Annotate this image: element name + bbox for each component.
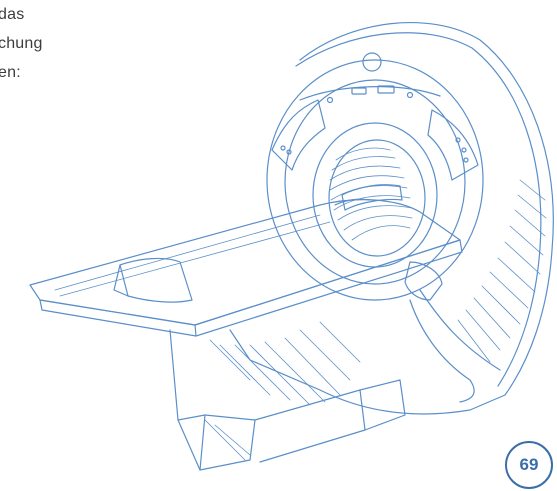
gantry-base-arc [409, 299, 475, 403]
gantry-outer-edge [295, 32, 542, 387]
table-pedestal [169, 329, 256, 471]
page-number-badge: 69 [505, 441, 553, 489]
gantry-lower-curve [419, 289, 501, 371]
pedestal-base [254, 389, 366, 463]
left-panel [271, 99, 326, 171]
bore-inner [328, 139, 426, 257]
pedestal-hatching [204, 321, 361, 461]
body-text-fragment: das chung en: [0, 0, 43, 87]
bore-hatching [329, 147, 413, 241]
table-top-edge [39, 299, 197, 337]
gantry-top-button [362, 52, 382, 72]
text-line-1: das [0, 6, 25, 23]
right-panel [427, 109, 479, 181]
gantry-outer-shell [229, 21, 554, 415]
bore-outer [312, 122, 438, 268]
text-line-2: chung [0, 35, 43, 52]
gantry-face-ring-inner [284, 79, 466, 285]
table-side-edge [194, 239, 463, 337]
gantry-hatching [457, 179, 547, 363]
text-line-3: en: [0, 64, 21, 81]
gantry-face-ring [266, 59, 484, 301]
table-pad [341, 184, 403, 211]
control-strip [299, 86, 441, 101]
table-top [29, 199, 461, 326]
table-tail-plate [404, 261, 443, 301]
table-headrest [119, 257, 193, 303]
